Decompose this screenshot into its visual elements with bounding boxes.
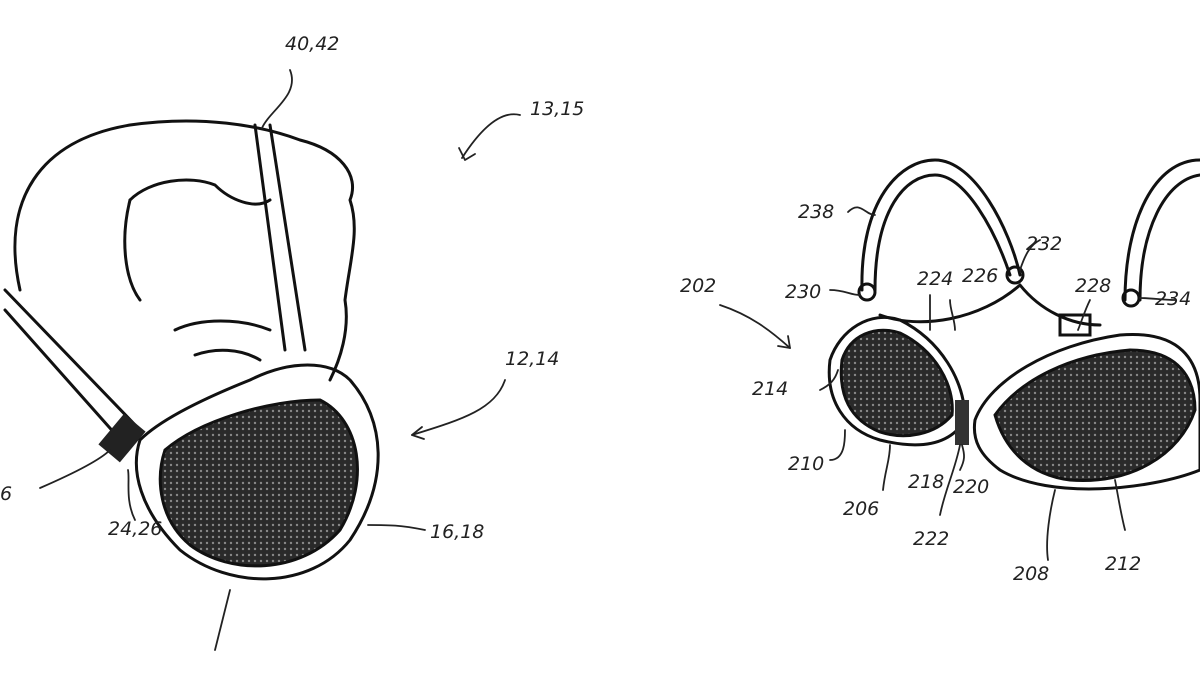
label-222: 222 bbox=[913, 528, 949, 550]
label-228: 228 bbox=[1075, 275, 1111, 297]
label-210: 210 bbox=[788, 453, 824, 475]
bra-mask-figure bbox=[719, 158, 1200, 561]
label-220: 220 bbox=[953, 476, 989, 498]
label-238: 238 bbox=[798, 201, 834, 223]
label-202: 202 bbox=[680, 275, 716, 297]
label-12-14: 12,14 bbox=[505, 348, 559, 370]
label-214: 214 bbox=[752, 378, 788, 400]
label-13-15: 13,15 bbox=[530, 98, 584, 120]
label-208: 208 bbox=[1013, 563, 1049, 585]
label-16-18: 16,18 bbox=[430, 521, 484, 543]
label-226: 226 bbox=[962, 265, 998, 287]
label-224: 224 bbox=[917, 268, 953, 290]
label-218: 218 bbox=[908, 471, 944, 493]
label-234: 234 bbox=[1155, 288, 1191, 310]
label-40-42: 40,42 bbox=[285, 33, 339, 55]
label-212: 212 bbox=[1105, 553, 1141, 575]
label-partial: 6 bbox=[0, 483, 12, 505]
face-mask-figure bbox=[3, 69, 521, 651]
label-232: 232 bbox=[1026, 233, 1062, 255]
label-206: 206 bbox=[843, 498, 879, 520]
label-230: 230 bbox=[785, 281, 821, 303]
label-24-26: 24,26 bbox=[108, 518, 162, 540]
